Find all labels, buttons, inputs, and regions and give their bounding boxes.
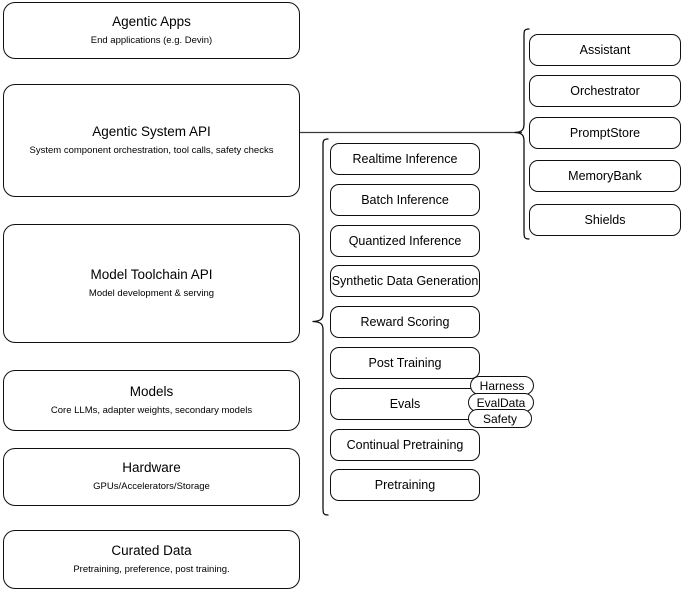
component-chip-pretraining[interactable]: Pretraining (330, 469, 480, 501)
layer-title: Model Toolchain API (90, 266, 213, 282)
layer-subtitle: System component orchestration, tool cal… (29, 144, 274, 156)
layer-box-model-toolchain-api[interactable]: Model Toolchain API Model development & … (3, 224, 300, 343)
component-chip-reward-scoring[interactable]: Reward Scoring (330, 306, 480, 338)
component-chip-shields[interactable]: Shields (529, 204, 681, 236)
chip-label: Continual Pretraining (346, 438, 464, 452)
component-chip-promptstore[interactable]: PromptStore (529, 117, 681, 149)
layer-subtitle: GPUs/Accelerators/Storage (93, 481, 210, 493)
component-chip-assistant[interactable]: Assistant (529, 34, 681, 66)
chip-label: Reward Scoring (360, 315, 450, 329)
chip-label: Pretraining (374, 478, 436, 492)
layer-subtitle: Pretraining, preference, post training. (73, 563, 230, 575)
connector-agentic-system-api-to-components (300, 126, 526, 140)
component-chip-batch-inference[interactable]: Batch Inference (330, 184, 480, 216)
chip-label: Shields (584, 213, 626, 227)
layer-subtitle: End applications (e.g. Devin) (90, 34, 213, 46)
component-chip-continual-pretraining[interactable]: Continual Pretraining (330, 429, 480, 461)
layer-box-agentic-apps[interactable]: Agentic Apps End applications (e.g. Devi… (3, 2, 300, 59)
layer-subtitle: Core LLMs, adapter weights, secondary mo… (50, 404, 253, 416)
chip-label: PromptStore (569, 126, 641, 140)
brace-toolchain-components (310, 136, 330, 520)
layer-box-hardware[interactable]: Hardware GPUs/Accelerators/Storage (3, 448, 300, 506)
layer-subtitle: Model development & serving (88, 287, 215, 299)
pill-label: EvalData (476, 395, 526, 410)
evals-subcomponent-safety[interactable]: Safety (468, 409, 532, 428)
chip-label: Post Training (368, 356, 442, 370)
layer-box-models[interactable]: Models Core LLMs, adapter weights, secon… (3, 370, 300, 431)
component-chip-evals[interactable]: Evals (330, 388, 480, 420)
pill-label: Harness (479, 378, 525, 393)
layer-title: Agentic System API (92, 123, 211, 139)
chip-label: Orchestrator (570, 84, 640, 98)
layer-box-agentic-system-api[interactable]: Agentic System API System component orch… (3, 84, 300, 197)
chip-label: Synthetic Data Generation (331, 274, 479, 288)
chip-label: Evals (389, 397, 421, 411)
chip-label: Batch Inference (361, 193, 449, 207)
chip-label: MemoryBank (568, 169, 642, 183)
layer-title: Models (129, 383, 174, 399)
layer-box-curated-data[interactable]: Curated Data Pretraining, preference, po… (3, 530, 300, 589)
component-chip-orchestrator[interactable]: Orchestrator (529, 75, 681, 107)
layer-title: Hardware (122, 460, 181, 476)
component-chip-synthetic-data-generation[interactable]: Synthetic Data Generation (330, 265, 480, 297)
layer-title: Agentic Apps (112, 13, 191, 29)
component-chip-post-training[interactable]: Post Training (330, 347, 480, 379)
evals-subcomponent-evaldata[interactable]: EvalData (468, 393, 534, 412)
component-chip-quantized-inference[interactable]: Quantized Inference (330, 225, 480, 257)
layer-title: Curated Data (111, 542, 192, 558)
brace-agentic-components (512, 26, 532, 244)
pill-label: Safety (482, 411, 518, 426)
component-chip-memorybank[interactable]: MemoryBank (529, 160, 681, 192)
chip-label: Realtime Inference (352, 152, 458, 166)
chip-label: Quantized Inference (348, 234, 462, 248)
chip-label: Assistant (579, 43, 631, 57)
component-chip-realtime-inference[interactable]: Realtime Inference (330, 143, 480, 175)
